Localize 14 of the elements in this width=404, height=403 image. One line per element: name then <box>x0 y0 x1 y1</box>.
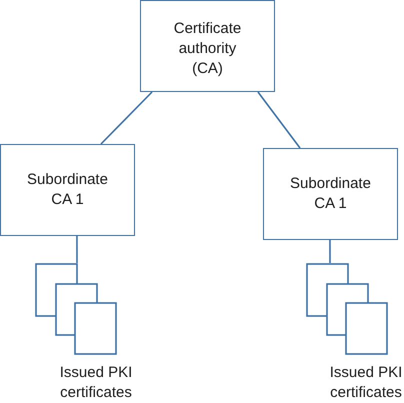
box-label: Subordinate CA 1 <box>289 174 372 214</box>
connector-line <box>329 240 331 263</box>
box-label: Certificate authority (CA) <box>172 19 242 79</box>
document-stack-icon <box>35 263 118 356</box>
document-stack-icon <box>306 263 389 356</box>
authority-box <box>140 0 275 92</box>
node-label: Issued PKI certificates <box>58 363 134 403</box>
connector-line <box>257 92 301 148</box>
node-label: Issued PKI certificates <box>328 363 404 403</box>
connector-line <box>100 91 153 145</box>
subordinate-box <box>0 144 135 236</box>
subordinate-box <box>263 148 398 240</box>
box-label: Subordinate CA 1 <box>26 170 109 210</box>
connector-line <box>76 236 78 263</box>
